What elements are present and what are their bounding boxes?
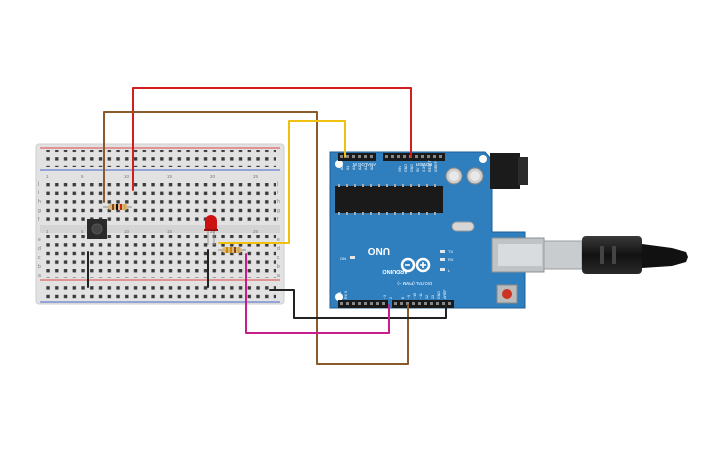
pin-label: ~11 — [419, 293, 423, 299]
on-label: ON — [340, 256, 346, 261]
pin-label: AREF — [443, 289, 447, 299]
pin-label: A1 — [364, 166, 368, 170]
svg-text:h: h — [277, 199, 280, 205]
mount-hole — [479, 155, 487, 163]
svg-text:25: 25 — [253, 174, 259, 179]
breadboard[interactable]: j i h g f e d c b a j i h g f e d c b a … — [35, 143, 285, 305]
usb-cable[interactable] — [543, 236, 688, 274]
wire-brown[interactable] — [103, 111, 409, 365]
svg-text:15: 15 — [167, 229, 173, 234]
svg-text:25: 25 — [253, 229, 259, 234]
svg-text:j: j — [276, 181, 278, 187]
power-header[interactable] — [383, 153, 445, 161]
digital-header-low[interactable] — [338, 300, 388, 308]
analog-header[interactable] — [338, 153, 376, 161]
tx-label: TX — [448, 249, 453, 254]
pushbutton[interactable] — [87, 219, 107, 239]
uno-model-text: UNO — [368, 245, 390, 256]
svg-text:e: e — [277, 237, 280, 243]
pin-label: GND — [410, 164, 414, 172]
on-led — [350, 256, 355, 259]
crystal-oscillator — [451, 221, 475, 232]
svg-text:15: 15 — [167, 174, 173, 179]
svg-text:f: f — [38, 217, 40, 223]
pin-label: 2 — [389, 297, 393, 299]
svg-text:a: a — [38, 273, 41, 279]
arduino-brand-text: ARDUINO — [382, 268, 408, 274]
microcontroller-chip — [335, 186, 443, 213]
svg-text:1: 1 — [46, 229, 49, 234]
led-red[interactable] — [204, 215, 218, 245]
pin-label: ~10 — [413, 293, 417, 299]
mount-hole — [335, 293, 343, 301]
pin-label: A4 — [346, 166, 350, 170]
l-label: L — [448, 268, 451, 273]
breadboard-column-numbers: 1 5 10 15 20 25 1 5 10 15 20 25 — [46, 174, 259, 234]
pin-label: A3 — [352, 166, 356, 170]
svg-text:5: 5 — [81, 229, 84, 234]
svg-text:10: 10 — [124, 229, 130, 234]
svg-text:g: g — [38, 208, 41, 214]
svg-text:e: e — [38, 237, 41, 243]
pin-label: ~3 — [383, 295, 387, 299]
svg-text:1: 1 — [46, 174, 49, 179]
wire-pink[interactable] — [245, 253, 390, 334]
digital-header-high[interactable] — [392, 300, 454, 308]
svg-text:20: 20 — [210, 229, 216, 234]
svg-text:20: 20 — [210, 174, 216, 179]
svg-text:i: i — [38, 190, 39, 196]
wire-ground[interactable] — [269, 289, 447, 319]
pin-label: ~9 — [407, 295, 411, 299]
arduino-infinity-logo — [400, 257, 431, 273]
digital-pwm-label: DIGITAL (PWM ~) — [397, 281, 432, 286]
pin-label: GND — [404, 164, 408, 172]
pin-label: 3.3V — [422, 164, 426, 172]
wire-a0-signal[interactable] — [218, 120, 346, 244]
svg-text:d: d — [38, 246, 41, 252]
svg-text:a: a — [277, 273, 280, 279]
svg-text:5: 5 — [81, 174, 84, 179]
pin-label: 12 — [425, 295, 429, 299]
wire-5v[interactable] — [132, 87, 412, 191]
pin-label: RESET — [428, 159, 432, 172]
rx-label: RX — [448, 257, 454, 262]
pin-label: GND — [437, 291, 441, 299]
resistor-2[interactable] — [218, 247, 246, 253]
svg-text:b: b — [277, 264, 280, 270]
svg-text:j: j — [37, 181, 39, 187]
pin-label: A0 — [370, 166, 374, 170]
svg-text:b: b — [38, 264, 41, 270]
rx-led — [440, 258, 445, 261]
pin-label: VIN — [398, 166, 402, 172]
analog-in-label: ANALOG IN — [353, 162, 376, 167]
svg-text:h: h — [38, 199, 41, 205]
breadboard-row-labels-left: j i h g f e d c b a — [37, 181, 41, 279]
l-led — [440, 268, 445, 271]
arduino-uno-board[interactable]: ANALOG IN POWER A5 A4 A3 A2 A1 A0 VIN GN… — [329, 151, 545, 309]
svg-text:c: c — [277, 255, 280, 261]
pin-label: IOREF — [434, 160, 438, 172]
pin-label: TX 1 — [338, 291, 342, 299]
pin-label: 8 — [401, 297, 405, 299]
mount-hole — [335, 160, 343, 168]
dc-power-jack — [490, 153, 520, 189]
pin-label: 5V — [416, 167, 420, 172]
pin-label: A2 — [358, 166, 362, 170]
svg-text:10: 10 — [124, 174, 130, 179]
pin-label: 13 — [431, 295, 435, 299]
svg-text:f: f — [277, 217, 279, 223]
breadboard-row-labels-right: j i h g f e d c b a — [276, 181, 280, 279]
svg-text:i: i — [277, 190, 278, 196]
power-label: POWER — [416, 162, 432, 167]
svg-text:c: c — [38, 255, 41, 261]
svg-text:g: g — [277, 208, 280, 214]
svg-text:d: d — [277, 246, 280, 252]
tx-led — [440, 250, 445, 253]
resistor-1[interactable] — [103, 204, 132, 210]
pin-label: A5 — [340, 166, 344, 170]
pin-label: RX 0 — [344, 291, 348, 299]
